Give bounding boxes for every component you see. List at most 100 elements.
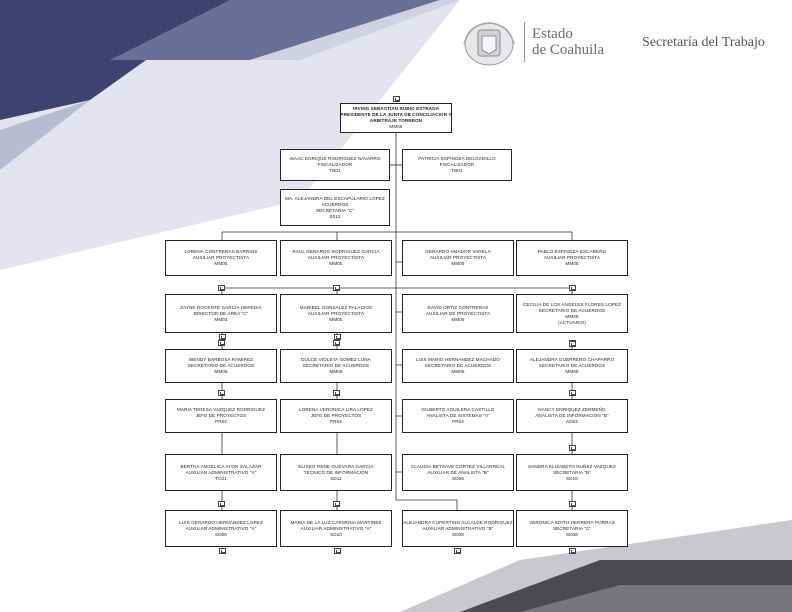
node-name: NANCY ENRIQUEZ ZERMEÑO — [538, 407, 606, 412]
node-name: ALEJANDRA GUERRERO CHAPARRO — [529, 357, 615, 362]
node-code: PR02 — [215, 419, 227, 424]
node-title: TECNICO DE INFORMACION — [303, 469, 369, 475]
subordinate-link-icon — [333, 390, 340, 396]
node-name: WENDY BARBOSA RAMIREZ — [188, 357, 254, 362]
node-title: ANALISTA DE SISTEMAS "A" — [426, 413, 490, 418]
node-code: MM05 — [329, 261, 343, 266]
node-area: ACUERDOS — [321, 201, 349, 207]
node-note: (ACTUARIO) — [558, 319, 586, 325]
subordinate-link-icon — [218, 390, 225, 396]
node-title: ANALISTA DE INFORMACION "B" — [535, 413, 609, 418]
node-title: AUXILIAR DE ANALISTA "B" — [427, 469, 489, 475]
node-title: FISCALIZADOR — [317, 162, 353, 167]
node-title: AUXILIAR ADMINISTRATIVO "B" — [422, 525, 494, 531]
node-title: AUXILIAR DE PROYECTISTA — [425, 310, 491, 316]
mid-band-top — [110, 0, 440, 60]
node-code: SD08 — [566, 531, 578, 537]
subordinate-link-icon — [569, 445, 576, 451]
node-name: GILBERTO AGUILERA CASTILLO — [421, 407, 495, 412]
node-title: AUXILIAR PROYECTISTA — [429, 255, 487, 260]
node-name: LUIS MARIO HERNANDEZ MACHADO — [416, 357, 500, 362]
subordinate-link-icon — [569, 390, 576, 396]
node-name: MARIA DE LA LUZ CARMONA MARTINEZ — [290, 519, 382, 525]
node-code: SD08 — [215, 531, 227, 537]
node-code: MM03 — [214, 316, 228, 322]
node-title: SECRETARIO DE ACUERDOS — [424, 363, 492, 368]
node-title-2: ARBITRAJE TORREON — [369, 118, 423, 123]
node-code: MM06 — [214, 369, 228, 374]
node-code: SD11 — [330, 475, 342, 481]
node-title: SECRETARIA "B" — [553, 469, 591, 475]
node-title: AUXILIAR ADMINISTRATIVO "A" — [185, 469, 257, 475]
subordinate-link-icon — [219, 334, 226, 340]
department-title: Secretaría del Trabajo — [642, 35, 765, 50]
node-title: JEFE DE PROYECTOS — [310, 413, 362, 418]
state-name: Estado de Coahuila — [532, 26, 604, 58]
subordinate-link-icon — [333, 340, 340, 346]
gray-band-top — [0, 100, 90, 170]
node-name: GERARDO AMADOR VARELA — [425, 249, 491, 254]
node-code: PR02 — [330, 419, 342, 424]
node-name: PATRICIA ESPINOZA DELGADILLO — [418, 156, 496, 161]
node-code: MM06 — [565, 369, 579, 374]
mid-band-bottom — [520, 585, 792, 612]
node-name: SANDRA ELIZABETH NUÑEZ VAZQUEZ — [528, 463, 616, 469]
subordinate-link-icon — [218, 501, 225, 507]
subordinate-link-icon — [334, 548, 341, 554]
subordinate-link-icon — [569, 501, 576, 507]
node-title: JEFE DE PROYECTOS — [195, 413, 247, 418]
node-code: MM05 — [565, 261, 579, 266]
node-code: SD08 — [452, 531, 464, 537]
subordinate-link-icon — [219, 548, 226, 554]
subordinate-link-icon — [569, 548, 576, 554]
subordinate-link-icon — [334, 334, 341, 340]
node-title: AUXILIAR PROYECTISTA — [307, 255, 365, 260]
node-title: PRESIDENTE DE LA JUNTA DE CONCILIACION Y — [340, 112, 452, 117]
node-code: SD10 — [330, 531, 342, 537]
node-title: AUXILIAR ADMINISTRATIVO "A" — [185, 525, 257, 531]
node-title: SECRETARIO DE ACUERDOS — [302, 363, 370, 368]
state-line-2: de Coahuila — [532, 42, 605, 58]
node-code: MM05 — [214, 261, 228, 266]
subordinate-link-icon — [333, 501, 340, 507]
node-code: TB01 — [329, 168, 341, 173]
org-node-fiscal-left: ISAAC ENRIQUE RODRIGUEZ NAVARRO FISCALIZ… — [280, 149, 390, 181]
node-code: MM05 — [389, 124, 403, 129]
subordinate-link-icon — [333, 285, 340, 291]
node-name: MA. ALEJANDRA DEL ESCAPULARIO LOPEZ — [285, 195, 385, 201]
org-node-president: IRVING SEBASTIAN RUBIO ESTRADA PRESIDENT… — [340, 103, 452, 133]
subordinate-link-icon — [569, 285, 576, 291]
node-title: SECRETARIO DE ACUERDOS — [187, 363, 255, 368]
node-title: AUXILIAR PROYECTISTA — [543, 255, 601, 260]
node-title: AUXILIAR PROYECTISTA — [192, 255, 250, 260]
node-name: PABLO ESPINOZA ESCAREÑO — [537, 249, 607, 254]
org-node-fiscal-right: PATRICIA ESPINOZA DELGADILLO FISCALIZADO… — [402, 149, 512, 181]
node-code: SD08 — [452, 475, 464, 481]
node-code: MM05 — [451, 261, 465, 266]
org-node-secretary: MA. ALEJANDRA DEL ESCAPULARIO LOPEZ ACUE… — [280, 189, 390, 226]
node-code: MM05 — [451, 316, 465, 322]
node-name: LUIS GERARDO HERNANDEZ LOPEZ — [179, 519, 263, 525]
node-title: DIRECTOR DE AREA "C" — [193, 310, 249, 316]
node-title: FISCALIZADOR — [439, 162, 475, 167]
node-code: PR03 — [452, 419, 464, 424]
node-name: VERONICA EDITH HERRERA PORRAS — [529, 519, 615, 525]
